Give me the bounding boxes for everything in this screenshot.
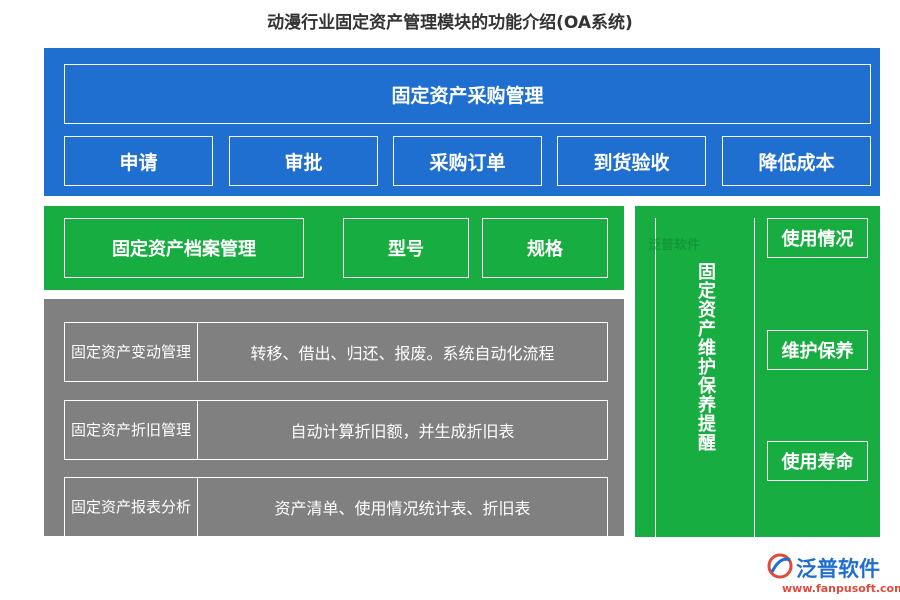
maintenance-item-usage: 使用情况 [767,218,868,258]
maintenance-item-upkeep: 维护保养 [767,330,868,370]
diagram-title: 动漫行业固定资产管理模块的功能介绍(OA系统) [267,13,633,33]
purchase-step-reduce-cost: 降低成本 [722,136,871,186]
row-label-report: 固定资产报表分析 [64,477,198,537]
maintenance-panel [635,206,880,537]
purchase-step-apply: 申请 [64,136,213,186]
watermark-text: 泛普软件 [648,238,701,253]
purchase-step-approve: 审批 [229,136,378,186]
row-desc-report: 资产清单、使用情况统计表、折旧表 [197,477,608,537]
archive-item-spec: 规格 [482,218,608,278]
purchase-step-order: 采购订单 [393,136,542,186]
row-label-change: 固定资产变动管理 [64,322,198,382]
fanpu-logo-icon [766,552,794,580]
archive-header: 固定资产档案管理 [64,218,304,278]
maintenance-item-lifespan: 使用寿命 [767,441,868,481]
maintenance-header-wrap: 固定资产维护保养提醒 [655,262,755,502]
purchase-header: 固定资产采购管理 [64,64,871,124]
archive-item-model: 型号 [343,218,469,278]
management-rows-panel [44,299,624,536]
logo-url: www.fanpusoft.com [782,582,900,595]
row-desc-depreciation: 自动计算折旧额，并生成折旧表 [197,400,608,460]
purchase-panel [44,48,880,196]
logo-brand: 泛普软件 [796,557,880,581]
row-desc-change: 转移、借出、归还、报废。系统自动化流程 [197,322,608,382]
purchase-step-receive: 到货验收 [557,136,706,186]
maintenance-header-frame [655,218,755,537]
maintenance-header: 固定资产维护保养提醒 [695,262,716,452]
archive-panel [44,206,624,290]
row-label-depreciation: 固定资产折旧管理 [64,400,198,460]
